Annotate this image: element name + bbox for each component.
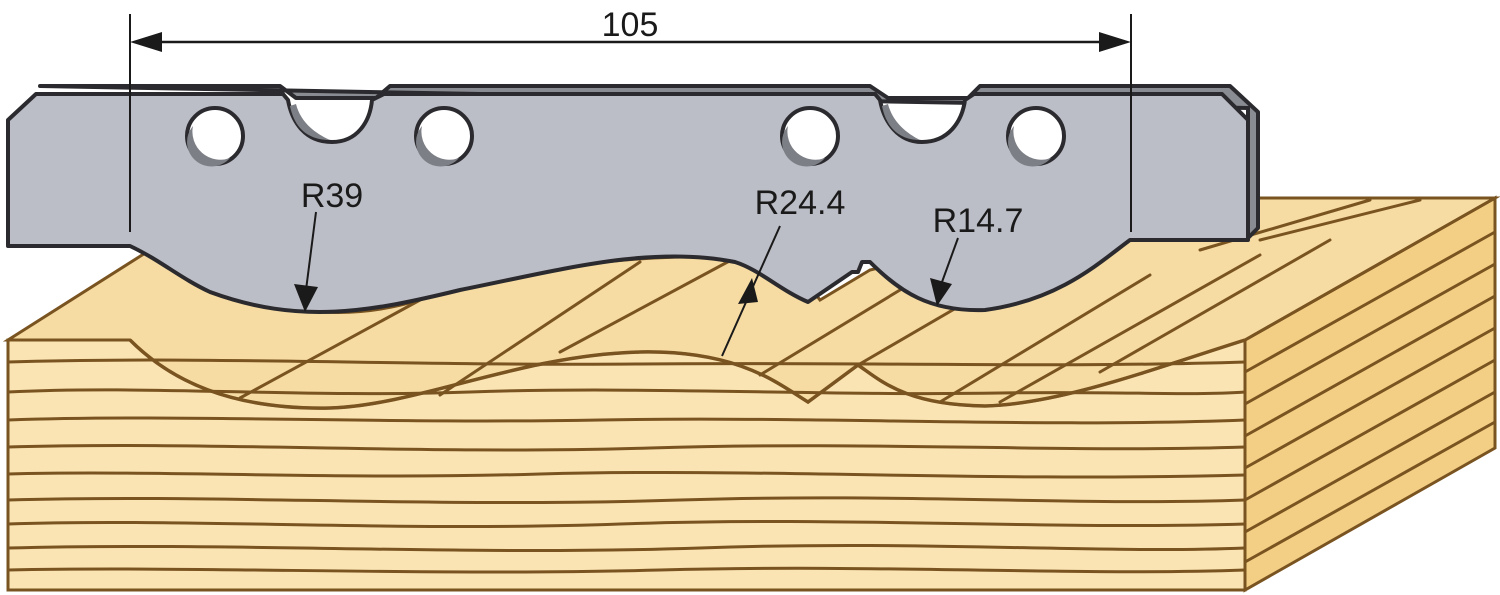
notch-shadow-left <box>290 104 330 140</box>
notch-shadow-right <box>882 104 920 140</box>
hole-3 <box>780 106 840 167</box>
overall-width-label: 105 <box>602 6 659 44</box>
r24-arrowhead <box>738 278 758 304</box>
side-grain-lines <box>1243 230 1497 564</box>
width-arrow-left <box>130 32 162 52</box>
hole-2 <box>414 106 474 167</box>
radius-label-r24: R24.4 <box>755 184 846 222</box>
mounting-holes <box>185 106 1066 167</box>
front-grain-lines <box>6 358 1247 574</box>
width-arrow-right <box>1099 32 1131 52</box>
r14-arrowhead <box>930 278 952 306</box>
moulding-knife <box>6 84 1260 314</box>
radius-label-r39: R39 <box>301 177 363 215</box>
hole-1 <box>185 106 245 167</box>
hole-4 <box>1006 106 1066 167</box>
r14-leader-line <box>941 237 959 283</box>
knife-body <box>6 92 1250 314</box>
wood-block <box>2 195 1500 593</box>
radius-label-r14: R14.7 <box>933 202 1024 240</box>
r39-leader-line <box>305 211 317 291</box>
r39-arrowhead <box>294 284 318 312</box>
dimension-annotations <box>129 14 1132 357</box>
